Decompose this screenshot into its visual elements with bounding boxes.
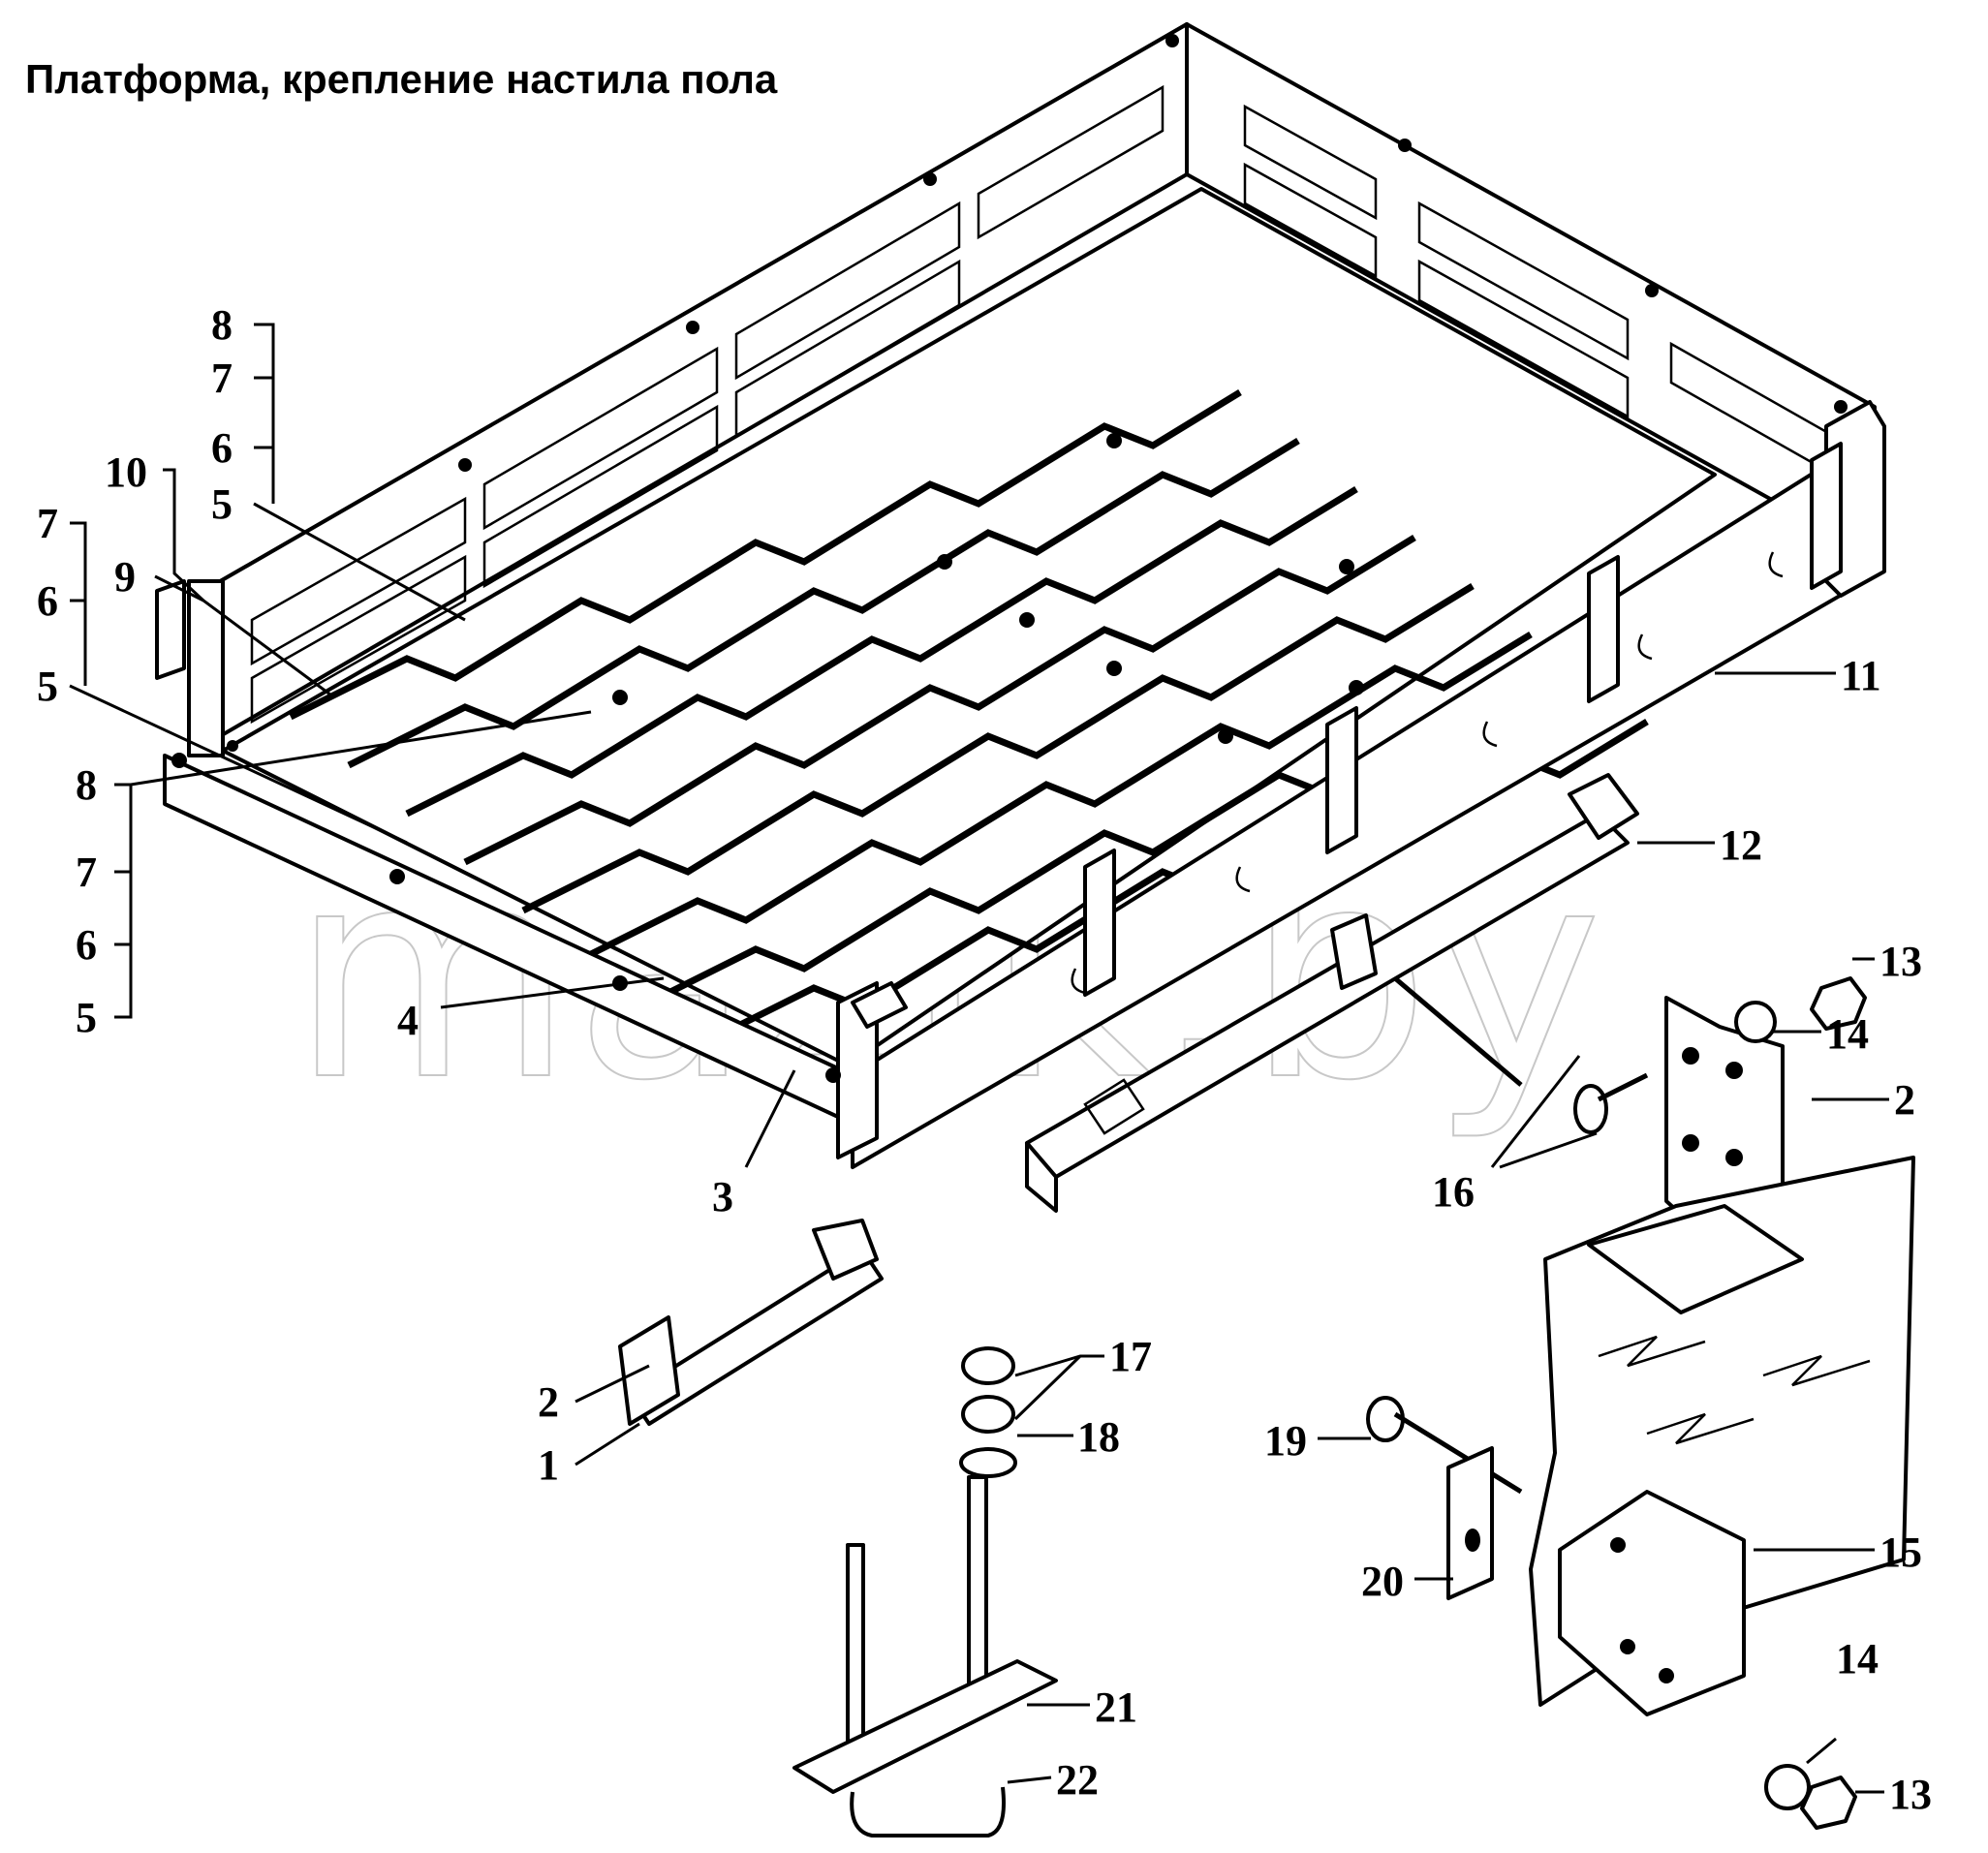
callout-10: 10	[105, 448, 147, 496]
callout-16: 16	[1432, 1168, 1475, 1216]
callout-15: 15	[1879, 1529, 1922, 1576]
callout-7-low: 7	[76, 849, 97, 896]
page-title: Платформа, крепление настила пола	[25, 56, 778, 102]
callout-13-top: 13	[1879, 938, 1922, 985]
callout-20: 20	[1361, 1558, 1404, 1605]
leader-lines	[69, 323, 1889, 1794]
callout-6-mid: 6	[37, 577, 58, 625]
callout-2-left: 2	[538, 1378, 559, 1426]
callout-11: 11	[1841, 652, 1881, 699]
mount-bracket-part	[1529, 996, 1915, 1716]
callout-7-top: 7	[211, 355, 233, 402]
callout-1: 1	[538, 1441, 559, 1489]
callout-13-bottom: 13	[1889, 1771, 1932, 1818]
cargo-platform	[155, 22, 1886, 1169]
callout-8-low: 8	[76, 761, 97, 809]
callout-5-mid: 5	[37, 663, 58, 710]
callout-14-top: 14	[1826, 1010, 1869, 1058]
callout-5-top: 5	[211, 480, 233, 528]
callout-21: 21	[1095, 1683, 1137, 1731]
callout-7-mid: 7	[37, 500, 58, 547]
callout-22: 22	[1056, 1756, 1099, 1804]
callout-4: 4	[397, 997, 419, 1044]
callout-2-right: 2	[1894, 1076, 1915, 1124]
callout-9: 9	[114, 553, 136, 601]
callout-5-low: 5	[76, 994, 97, 1041]
fasteners	[959, 976, 1867, 1830]
callout-19: 19	[1264, 1417, 1307, 1465]
sill-beam-part	[1025, 773, 1639, 1213]
u-bolt-part	[792, 1475, 1058, 1838]
callout-3: 3	[712, 1173, 733, 1220]
callout-12: 12	[1720, 821, 1762, 869]
callout-14-bottom: 14	[1836, 1635, 1879, 1683]
callout-6-top: 6	[211, 424, 233, 472]
callout-6-low: 6	[76, 921, 97, 969]
bracket-part	[618, 1219, 884, 1426]
callout-8-top: 8	[211, 301, 233, 349]
callout-17: 17	[1109, 1333, 1152, 1380]
callout-labels: 8 7 6 5 10 9 7 6 5 8 7 6 5 4 3 11 12 13 …	[37, 301, 1932, 1818]
callout-18: 18	[1077, 1413, 1120, 1461]
